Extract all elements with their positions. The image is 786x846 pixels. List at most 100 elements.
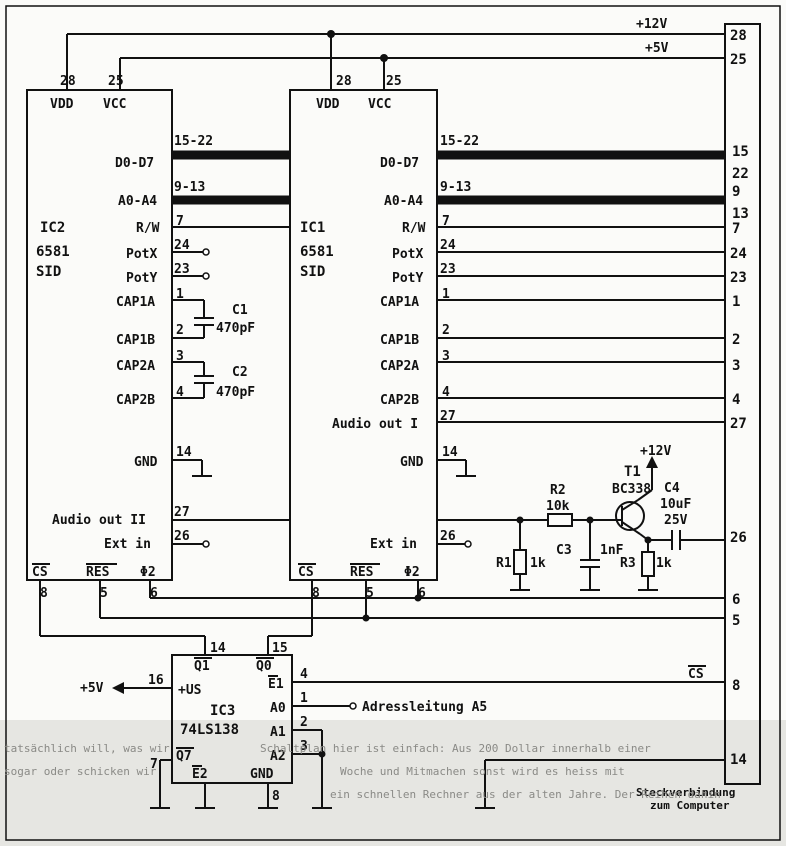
- ic2-rw-label: R/W: [136, 221, 160, 236]
- ic2-poty-label: PotY: [126, 271, 157, 286]
- ic3-pin-vs: 16: [148, 673, 164, 688]
- conn-pin-15: 15: [732, 144, 749, 160]
- bg-text-left: tatsächlich will, was wir: [4, 742, 170, 755]
- r3-label: R3: [620, 556, 636, 571]
- ic1-name: IC1: [300, 220, 325, 236]
- ic1-chip: [289, 89, 438, 581]
- ic2-addr-bus-label: A0-A4: [118, 194, 157, 209]
- ic3-chip: [171, 654, 293, 784]
- ic3-pin-q1: 14: [210, 641, 226, 656]
- ic2-phi2-label: Φ2: [140, 565, 156, 580]
- ic1-res-label: RES: [350, 565, 374, 580]
- ic2-pin-audio: 27: [174, 505, 190, 520]
- addr-line-label: Adressleitung A5: [362, 700, 487, 715]
- r2-label: R2: [550, 483, 566, 498]
- ic2-type: SID: [36, 264, 61, 280]
- ic2-pin-data: 15-22: [174, 134, 213, 149]
- junction-dot: [380, 54, 388, 62]
- ic1-pin-gnd: 14: [442, 445, 458, 460]
- conn-pin-3: 3: [732, 358, 740, 374]
- c1-label: C1: [232, 303, 248, 318]
- ic3-pin-gnd: 8: [272, 789, 280, 804]
- ic2-pin-gnd: 14: [176, 445, 192, 460]
- ic3-name: IC3: [210, 703, 235, 719]
- ic1-pin-poty: 23: [440, 262, 456, 277]
- conn-pin-28: 28: [730, 28, 747, 44]
- conn-pin-4: 4: [732, 392, 740, 408]
- ic2-audio-out-label: Audio out II: [52, 513, 146, 528]
- ic1-pin-phi2: 6: [418, 586, 426, 601]
- ic1-pin-cap1a: 1: [442, 287, 450, 302]
- ic2-ext-open: [202, 540, 210, 548]
- ic2-pin-cs: 8: [40, 586, 48, 601]
- conn-pin-22: 22: [732, 166, 749, 182]
- ic2-pin-phi2: 6: [150, 586, 158, 601]
- conn-pin-7: 7: [732, 221, 740, 237]
- ic3-part: 74LS138: [180, 722, 239, 738]
- ic3-pin-a1: 2: [300, 715, 308, 730]
- ic1-audio-out-label: Audio out I: [332, 417, 418, 432]
- ic2-pin-poty: 23: [174, 262, 190, 277]
- supply-arrow-icon: [646, 456, 658, 468]
- ic2-ext-in-label: Ext in: [104, 537, 151, 552]
- r3-resistor: [641, 551, 655, 577]
- t1-part: BC338: [612, 482, 651, 497]
- ic2-pin-res: 5: [100, 586, 108, 601]
- ic1-poty-label: PotY: [392, 271, 423, 286]
- connector-title: Steckverbindung: [636, 786, 735, 799]
- c3-label: C3: [556, 543, 572, 558]
- conn-pin-13: 13: [732, 206, 749, 222]
- ic1-pin-potx: 24: [440, 238, 456, 253]
- c2-value: 470pF: [216, 385, 255, 400]
- ic1-pin-data: 15-22: [440, 134, 479, 149]
- bg-text-line: Woche und Mitmachen sonst wird es heiss …: [340, 765, 625, 778]
- ic2-potx-open: [202, 248, 210, 256]
- conn-pin-27: 27: [730, 416, 747, 432]
- ic2-cs-label: CS: [32, 565, 48, 580]
- ic2-pin-rw: 7: [176, 214, 184, 229]
- ic2-res-label: RES: [86, 565, 110, 580]
- ic3-a1-label: A1: [270, 725, 286, 740]
- ic1-pin-rw: 7: [442, 214, 450, 229]
- ic1-addr-bus-label: A0-A4: [384, 194, 423, 209]
- conn-pin-2: 2: [732, 332, 740, 348]
- ic1-cs-label: CS: [298, 565, 314, 580]
- conn-pin-6: 6: [732, 592, 740, 608]
- ic2-pin-cap2b: 4: [176, 385, 184, 400]
- t1-label: T1: [624, 464, 641, 480]
- ic1-ext-open: [464, 540, 472, 548]
- ic2-pin-vdd: 28: [60, 74, 76, 89]
- background-page-area: [0, 720, 786, 846]
- ic2-pin-cap1b: 2: [176, 323, 184, 338]
- ic2-potx-label: PotX: [126, 247, 157, 262]
- r1-resistor: [513, 549, 527, 575]
- bg-text-left: sogar oder schicken wir: [4, 765, 157, 778]
- junction-dot: [327, 30, 335, 38]
- ic2-cap2b-label: CAP2B: [116, 393, 155, 408]
- ic1-cap2a-label: CAP2A: [380, 359, 419, 374]
- ic2-vdd-label: VDD: [50, 97, 74, 112]
- conn-pin-26: 26: [730, 530, 747, 546]
- ic1-pin-vcc: 25: [386, 74, 402, 89]
- conn-pin-23: 23: [730, 270, 747, 286]
- rail-5v-label: +5V: [645, 41, 669, 56]
- ic3-plus5-label: +5V: [80, 681, 104, 696]
- ic1-data-bus-label: D0-D7: [380, 156, 419, 171]
- addr-open: [349, 702, 357, 710]
- c1-value: 470pF: [216, 321, 255, 336]
- r2-value: 10k: [546, 499, 570, 514]
- frame: [5, 5, 781, 841]
- ic2-pin-vcc: 25: [108, 74, 124, 89]
- ic1-cap2b-label: CAP2B: [380, 393, 419, 408]
- rail-12v-label: +12V: [636, 17, 667, 32]
- ic2-vcc-label: VCC: [103, 97, 126, 112]
- ic1-vdd-label: VDD: [316, 97, 340, 112]
- conn-pin-8: 8: [732, 678, 740, 694]
- connector-subtitle: zum Computer: [650, 799, 730, 812]
- ic2-pin-potx: 24: [174, 238, 190, 253]
- ic2-gnd-label: GND: [134, 455, 158, 470]
- conn-pin-25: 25: [730, 52, 747, 68]
- t1-transistor: [615, 501, 645, 531]
